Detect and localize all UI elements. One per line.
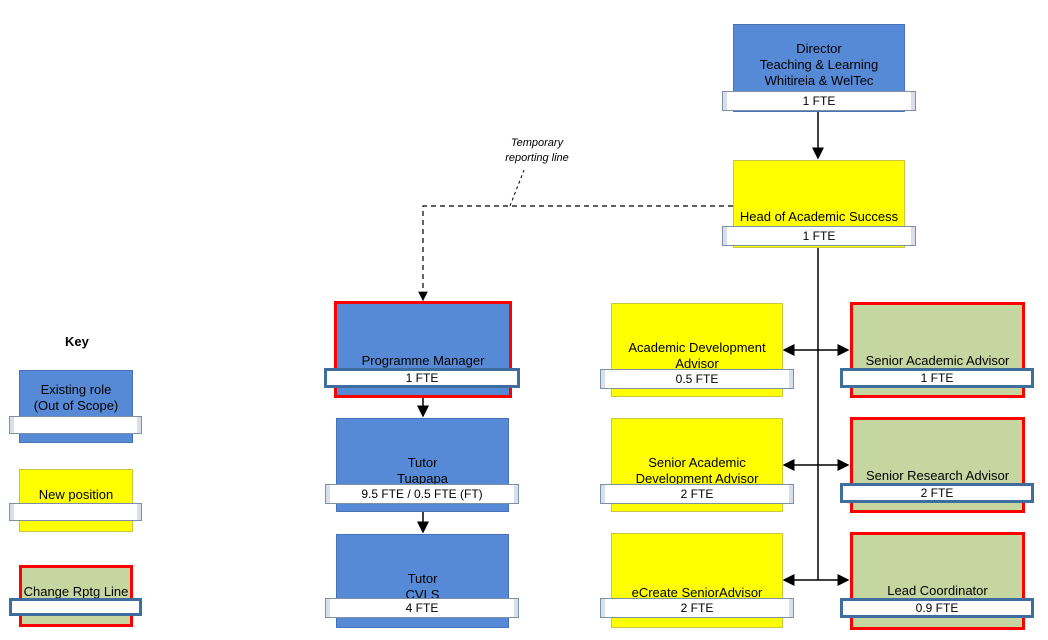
lead-fte: 0.9 FTE [840, 598, 1034, 618]
ecreate-fte: 2 FTE [600, 598, 794, 618]
temporary-reporting-note: Temporary reporting line [505, 137, 569, 164]
key-title: Key [65, 334, 89, 349]
sra-title: Senior Research Advisor [865, 468, 1010, 483]
line-temporary-reporting [418, 205, 733, 302]
lead-title: Lead Coordinator [887, 583, 988, 598]
key-existing-fte [9, 416, 142, 434]
sada-title: Senior Academic Development Advisor [635, 455, 759, 486]
tutor-cvls-fte: 4 FTE [325, 598, 519, 618]
director-title: Director Teaching & Learning Whitireia &… [759, 41, 879, 88]
saa-fte: 1 FTE [840, 368, 1034, 388]
key-new-box: New position [19, 469, 133, 532]
ecreate-title: eCreate SeniorAdvisor [631, 585, 763, 600]
saa-title: Senior Academic Advisor [865, 353, 1010, 368]
key-change-box: Change Rptg Line [19, 565, 133, 627]
key-change-label: Change Rptg Line [23, 584, 129, 599]
programme-manager-fte: 1 FTE [324, 368, 520, 388]
tutor-tuapapa-fte: 9.5 FTE / 0.5 FTE (FT) [325, 484, 519, 504]
head-title: Head of Academic Success [739, 209, 899, 224]
key-new-fte [9, 503, 142, 521]
programme-manager-title: Programme Manager [361, 353, 485, 368]
director-fte: 1 FTE [722, 91, 916, 111]
key-new-label: New position [38, 487, 114, 502]
ada-title: Academic Development Advisor [628, 340, 766, 371]
ada-fte: 0.5 FTE [600, 369, 794, 389]
key-change-fte [9, 598, 142, 616]
tutor-tuapapa-title: Tutor Tuapapa [397, 455, 448, 486]
sra-fte: 2 FTE [840, 483, 1034, 503]
head-fte: 1 FTE [722, 226, 916, 246]
line-temporary-note-pointer [509, 169, 525, 207]
sada-fte: 2 FTE [600, 484, 794, 504]
key-existing-label: Existing role (Out of Scope) [33, 382, 119, 413]
